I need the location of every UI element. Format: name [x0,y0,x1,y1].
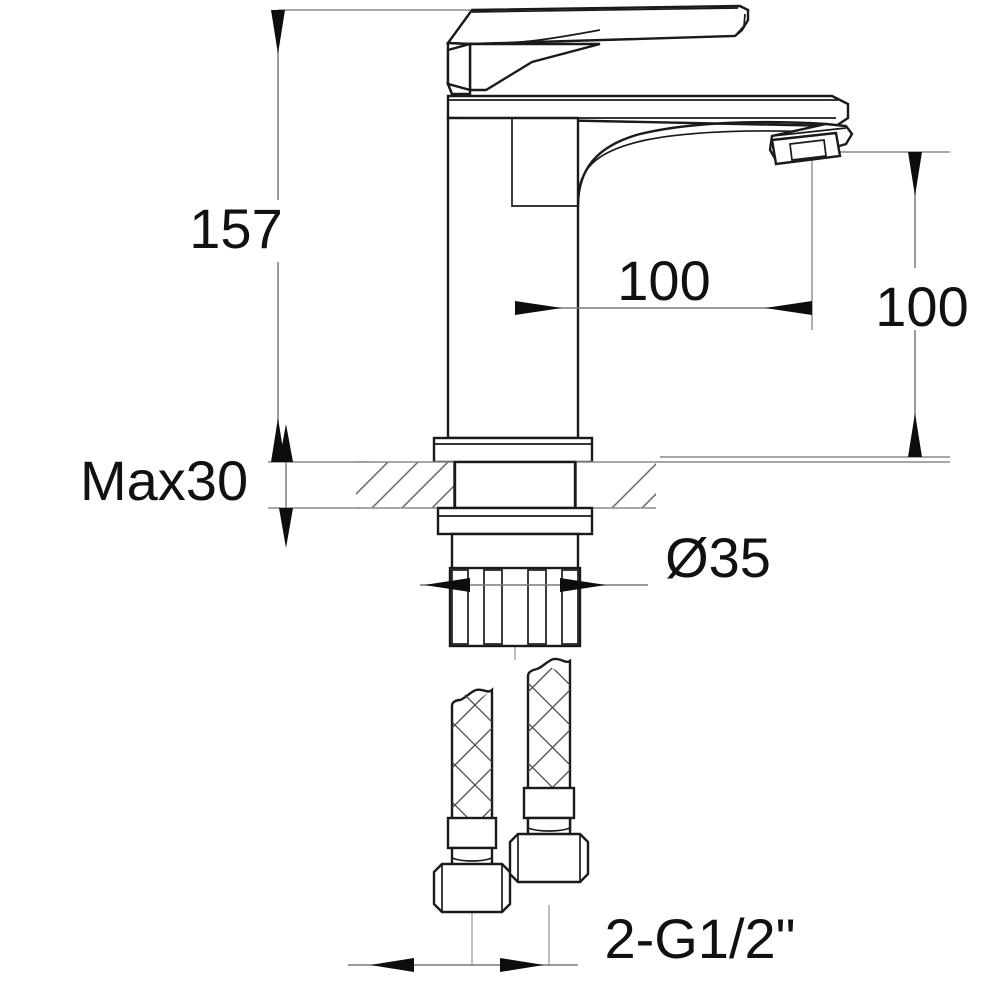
arrow-reach-left [515,301,562,315]
dimension-spout-reach-100: 100 [515,249,812,315]
arrow-thread-right [500,958,544,972]
dimension-spout-reach-label: 100 [617,249,710,312]
lever-handle [445,4,750,96]
supply-hose-right [508,657,590,884]
faucet-body-column [446,116,580,440]
dimension-max30-label: Max30 [80,449,248,512]
body-cap [445,42,472,96]
base-flange [432,436,594,464]
dimension-spout-height-100: 100 [875,152,969,457]
arrow-spout-height-top [908,152,922,196]
dimension-157: 157 [189,10,285,462]
dimension-hole-diameter-label: Ø35 [665,526,771,589]
mounting-locknut [448,566,582,648]
dimension-max30: Max30 [80,424,293,548]
aerator-outlet [770,131,842,166]
arrow-157-top [271,10,285,54]
countertop-section [356,461,950,509]
dimension-157-label: 157 [189,197,282,260]
arrow-max30-bottom [279,508,293,548]
arrow-diameter-right [560,578,606,592]
threaded-shank-assembly [436,460,594,648]
arrow-thread-left [370,958,414,972]
dimension-hole-diameter: Ø35 [420,526,771,592]
dimension-supply-thread: 2-G1/2" [348,907,796,972]
dimension-supply-thread-label: 2-G1/2" [604,907,795,970]
dimension-spout-height-label: 100 [875,275,968,338]
arrow-reach-right [765,301,812,315]
supply-hose-left [432,687,512,914]
hose-braid-left [452,690,492,818]
arrow-diameter-left [424,578,470,592]
arrow-max30-top [279,424,293,462]
arrow-spout-height-bottom [908,413,922,457]
